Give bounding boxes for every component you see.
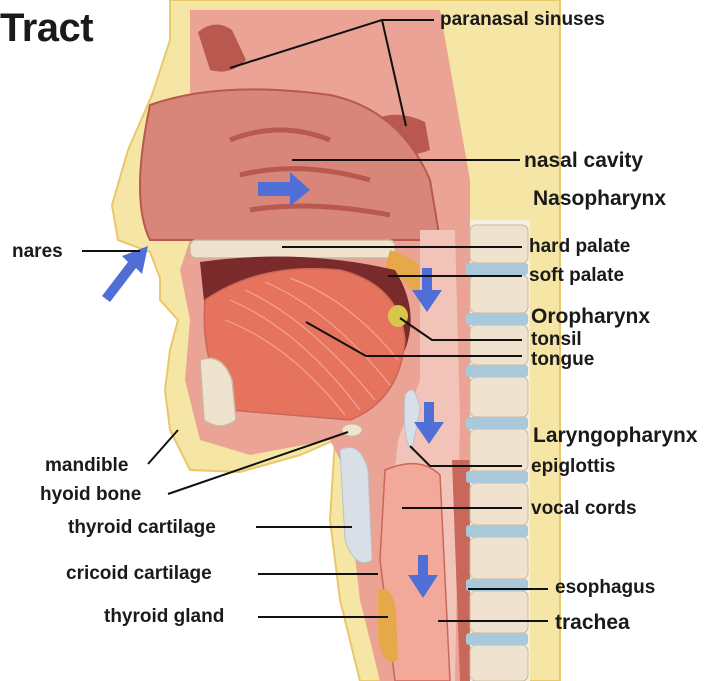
label-hyoid-bone: hyoid bone [40,485,141,504]
label-hard-palate: hard palate [529,237,630,256]
hyoid-bone-shape [342,424,362,436]
label-tongue: tongue [531,350,594,369]
vertebrae [470,225,528,681]
label-oropharynx: Oropharynx [531,306,650,327]
leader-mandible [148,430,178,464]
label-mandible: mandible [45,456,128,475]
label-trachea: trachea [555,612,630,633]
label-soft-palate: soft palate [529,266,624,285]
label-thyroid-gland: thyroid gland [104,607,224,626]
tonsil-region [388,305,408,327]
label-esophagus: esophagus [555,578,655,597]
label-nares: nares [12,242,63,261]
label-vocal-cords: vocal cords [531,499,637,518]
label-laryngopharynx: Laryngopharynx [533,425,698,446]
label-thyroid-cartilage: thyroid cartilage [68,518,216,537]
label-nasopharynx: Nasopharynx [533,188,666,209]
label-nasal-cavity: nasal cavity [524,150,643,171]
label-cricoid-cartilage: cricoid cartilage [66,564,212,583]
page-title: Tract [0,6,93,51]
label-epiglottis: epiglottis [531,457,615,476]
hard-palate-bone [190,240,395,258]
arrow-nares-icon [102,246,148,302]
label-paranasal-sinuses: paranasal sinuses [440,10,605,29]
label-tonsil: tonsil [531,330,582,349]
